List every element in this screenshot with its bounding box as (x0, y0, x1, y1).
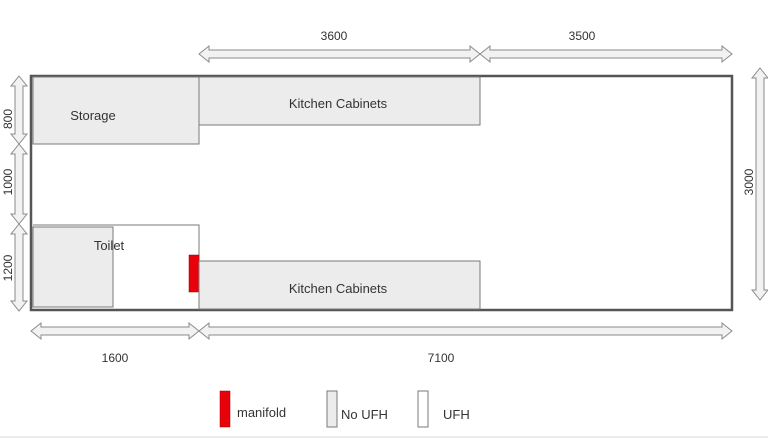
legend-manifold-swatch (219, 390, 231, 428)
toilet-zone: Toilet (32, 226, 125, 308)
dimension-bottom-left: 1600 (30, 321, 200, 365)
dimension-right: 3000 (742, 67, 768, 301)
dimension-left-top: 800 (1, 75, 29, 145)
dimension-left-bottom: 1200 (1, 223, 29, 312)
manifold-block (188, 254, 200, 293)
kitchen-top-label: Kitchen Cabinets (289, 96, 388, 111)
kitchen-bottom-label: Kitchen Cabinets (289, 281, 388, 296)
toilet-label: Toilet (94, 238, 125, 253)
legend-ufh: UFH (417, 390, 470, 428)
dimension-left-middle: 1000 (1, 143, 29, 225)
dimension-left-middle-label: 1000 (1, 168, 15, 195)
legend-no-ufh-label: No UFH (341, 407, 388, 422)
storage-label: Storage (70, 108, 116, 123)
kitchen-cabinets-bottom: Kitchen Cabinets (198, 260, 481, 310)
dimension-top-left: 3600 (198, 29, 481, 64)
dimension-top-left-label: 3600 (321, 29, 348, 43)
legend-manifold-label: manifold (237, 405, 286, 420)
dimension-left-bottom-label: 1200 (1, 254, 15, 281)
legend-no-ufh: No UFH (326, 390, 388, 428)
dimension-left-top-label: 800 (1, 109, 15, 129)
dimension-right-label: 3000 (742, 168, 756, 195)
kitchen-cabinets-top: Kitchen Cabinets (198, 76, 481, 126)
dimension-bottom-left-label: 1600 (102, 351, 129, 365)
legend-no-ufh-swatch (326, 390, 338, 428)
legend-ufh-swatch (417, 390, 429, 428)
dimension-bottom-right-label: 7100 (428, 351, 455, 365)
legend: manifold No UFH UFH (219, 390, 470, 428)
dimension-top-right-label: 3500 (569, 29, 596, 43)
legend-ufh-label: UFH (443, 407, 470, 422)
storage-zone: Storage (32, 76, 200, 145)
dimension-bottom-right: 7100 (198, 321, 733, 365)
dimension-top-right: 3500 (479, 29, 733, 64)
legend-manifold: manifold (219, 390, 286, 428)
